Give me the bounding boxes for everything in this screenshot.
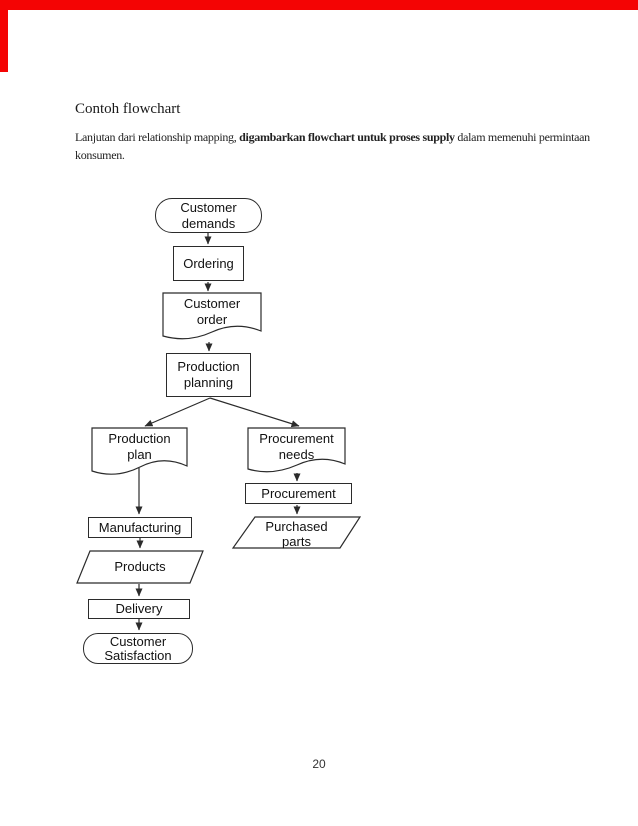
node-ordering: Ordering bbox=[173, 246, 244, 281]
node-label: Products bbox=[114, 559, 166, 574]
shape-customer-order bbox=[162, 292, 262, 340]
node-products: Products bbox=[77, 551, 203, 582]
page-number: 20 bbox=[312, 757, 326, 771]
scan-artifact-top bbox=[0, 0, 638, 10]
node-label: Production bbox=[177, 359, 240, 374]
node-label: Customer bbox=[109, 633, 167, 649]
node-manufacturing: Manufacturing bbox=[88, 517, 192, 538]
intro-paragraph-line2: konsumen. bbox=[75, 148, 125, 162]
node-label: plan bbox=[127, 447, 152, 462]
node-production-plan: Production plan bbox=[92, 431, 187, 463]
intro-paragraph-post: dalam memenuhi permintaan bbox=[454, 130, 590, 144]
page-heading: Contoh flowchart bbox=[75, 101, 181, 117]
node-production-planning: Production planning bbox=[166, 353, 251, 397]
node-label: needs bbox=[278, 447, 315, 462]
shape-purchased-parts bbox=[231, 516, 362, 549]
edge-production-planning-production-plan bbox=[144, 397, 211, 427]
node-label: parts bbox=[282, 534, 311, 549]
scan-artifact-left bbox=[0, 0, 8, 72]
node-procurement: Procurement bbox=[245, 483, 352, 504]
node-procurement-needs: Procurement needs bbox=[248, 431, 345, 463]
node-customer-order: Customer order bbox=[163, 296, 261, 328]
node-label: Ordering bbox=[183, 255, 234, 271]
shape-production-plan bbox=[91, 427, 188, 475]
node-label: Customer bbox=[180, 199, 237, 215]
node-label: Delivery bbox=[115, 601, 163, 616]
node-label: Procurement bbox=[259, 431, 334, 446]
node-customer-satisfaction: Customer Satisfaction bbox=[83, 633, 193, 664]
node-purchased-parts: Purchased parts bbox=[233, 519, 360, 549]
shape-products bbox=[76, 550, 204, 584]
node-label: demands bbox=[181, 215, 236, 231]
node-label: Customer bbox=[183, 296, 241, 311]
node-label: Production bbox=[108, 431, 171, 446]
intro-paragraph: Lanjutan dari relationship mapping, diga… bbox=[75, 128, 590, 164]
edge-production-planning-procurement-needs bbox=[209, 397, 300, 428]
node-label: Procurement bbox=[261, 485, 336, 501]
node-label: Manufacturing bbox=[98, 519, 182, 535]
node-label: Purchased bbox=[265, 519, 328, 534]
node-label: order bbox=[196, 312, 228, 327]
shape-procurement-needs bbox=[247, 427, 346, 473]
intro-paragraph-pre: Lanjutan dari relationship mapping, bbox=[75, 130, 240, 144]
node-label: Satisfaction bbox=[104, 647, 172, 663]
node-label: planning bbox=[183, 375, 234, 390]
intro-paragraph-line1: Lanjutan dari relationship mapping, diga… bbox=[75, 128, 590, 146]
intro-paragraph-bold: digambarkan flowchart untuk proses suppl… bbox=[239, 130, 455, 144]
node-customer-demands: Customer demands bbox=[155, 198, 262, 233]
node-delivery: Delivery bbox=[88, 599, 190, 619]
